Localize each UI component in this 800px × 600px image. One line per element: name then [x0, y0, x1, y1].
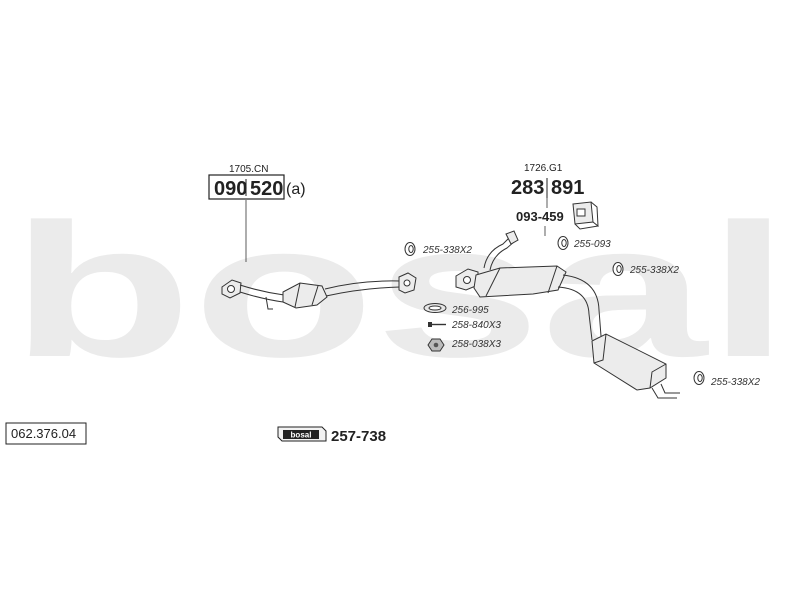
nut-icon	[427, 338, 445, 352]
front-part-number-b: 520	[250, 178, 283, 200]
fitting-clamp-2: 255-338X2	[612, 262, 679, 276]
fitting-code: 258-840X3	[451, 320, 501, 331]
catalog-number: 062.376.04	[11, 426, 76, 441]
fitting-clamp-3: 255-338X2	[693, 371, 760, 388]
bracket-part	[572, 201, 599, 230]
fitting-code: 256-995	[451, 305, 489, 316]
rear-part-ref: 1726.G1	[524, 163, 563, 174]
clamp-ring-icon	[612, 262, 624, 276]
middle-silencer-rear-pipe	[455, 230, 680, 399]
rear-part-number-a: 283	[511, 177, 544, 199]
fitting-bolt: 258-840X3	[428, 320, 501, 331]
rear-part-number-b: 891	[551, 177, 584, 199]
bracket-number: 093-459	[516, 209, 564, 224]
catalog-number-box: 062.376.04	[5, 422, 87, 445]
front-part-ref: 1705.CN	[229, 164, 268, 175]
clamp-ring-icon	[693, 371, 705, 385]
clamp-ring-icon	[404, 242, 416, 256]
rubber-hanger-icon	[557, 236, 569, 250]
kit-number: 257-738	[331, 428, 386, 445]
fitting-code: 255-093	[573, 239, 611, 250]
fitting-gasket: 256-995	[423, 303, 489, 316]
bolt-icon	[428, 322, 446, 327]
front-part-number-a: 090	[214, 178, 247, 200]
catalytic-converter-pipe	[221, 272, 417, 310]
kit-box-icon: bosal	[277, 426, 327, 442]
fitting-code: 255-338X2	[422, 245, 472, 256]
front-part-suffix: (a)	[286, 181, 306, 198]
gasket-icon	[423, 303, 447, 313]
fitting-clamp-1: 255-338X2	[404, 242, 472, 256]
mounting-kit: bosal 257-738	[277, 426, 386, 445]
fitting-nut: 258-038X3	[427, 338, 501, 352]
front-part-number-box: 090 520	[208, 174, 285, 200]
fitting-code: 255-338X2	[629, 265, 679, 276]
rear-part-number: 283 891	[511, 177, 584, 199]
fitting-code: 255-338X2	[710, 377, 760, 388]
fitting-code: 258-038X3	[451, 339, 501, 350]
kit-badge: bosal	[291, 431, 312, 440]
fitting-hanger: 255-093	[557, 236, 611, 250]
